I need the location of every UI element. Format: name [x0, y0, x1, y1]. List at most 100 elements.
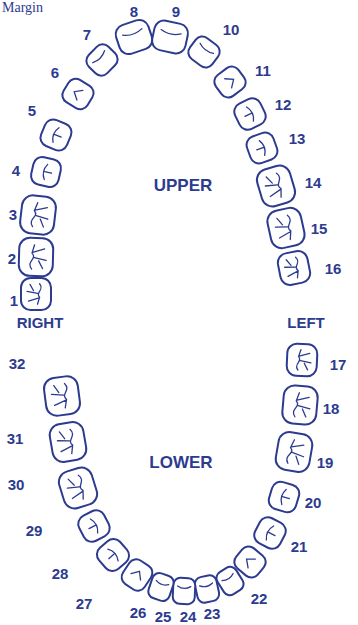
tooth-crown [276, 249, 312, 286]
tooth-number: 4 [12, 163, 20, 178]
arch-label: UPPER [154, 177, 213, 194]
tooth-fissure [242, 106, 256, 124]
tooth-crown [286, 343, 317, 376]
tooth-number: 23 [204, 606, 221, 621]
tooth-fissure [71, 87, 83, 100]
tooth-crown [254, 163, 297, 209]
tooth-fissure [263, 173, 285, 201]
tooth-crown [113, 17, 155, 56]
tooth-outline [93, 535, 133, 575]
tooth-fissure [31, 202, 50, 228]
tooth-number: 32 [9, 356, 26, 371]
tooth-number: 5 [28, 103, 36, 118]
tooth-number: 17 [330, 357, 347, 372]
tooth-outline [211, 63, 249, 101]
tooth-outline [244, 130, 280, 166]
tooth-number: 29 [26, 523, 43, 538]
tooth-outline [265, 206, 306, 250]
tooth-crown [274, 430, 314, 473]
tooth-crown [267, 480, 302, 515]
tooth-fissure [104, 547, 120, 564]
tooth-crown [19, 238, 54, 277]
tooth-fissure [200, 583, 213, 588]
tooth-number: 14 [305, 175, 322, 190]
arch-label: LOWER [149, 454, 212, 471]
side-label: RIGHT [17, 315, 64, 330]
tooth-fissure [283, 257, 301, 280]
tooth-crown [193, 574, 220, 604]
tooth-fissure [65, 475, 88, 503]
tooth-fissure [27, 284, 41, 304]
tooth-outline [172, 578, 195, 605]
tooth-number: 2 [8, 251, 16, 266]
tooth-number: 18 [323, 401, 340, 416]
tooth-outline [276, 249, 312, 286]
tooth-crown [265, 206, 306, 250]
margin-note: Margin [2, 1, 43, 15]
tooth-number: 16 [325, 261, 342, 276]
tooth-outline [185, 33, 223, 71]
tooth-outline [251, 514, 289, 552]
tooth-outline [19, 194, 57, 236]
tooth-number: 26 [130, 605, 147, 620]
tooth-crown [281, 385, 318, 426]
tooth-fissure [42, 164, 53, 181]
tooth-crown [38, 117, 75, 154]
tooth-crown [150, 19, 190, 55]
tooth-number: 12 [275, 97, 292, 112]
tooth-fissure [279, 489, 291, 506]
tooth-outline [48, 420, 88, 463]
tooth-number: 15 [311, 221, 328, 236]
tooth-outline [56, 465, 100, 511]
tooth-number: 11 [255, 63, 271, 78]
tooth-number: 3 [9, 207, 17, 222]
tooth-number: 22 [251, 591, 268, 606]
tooth-fissure [199, 43, 214, 55]
tooth-crown [43, 375, 82, 417]
tooth-fissure [178, 586, 191, 589]
tooth-number: 24 [180, 609, 197, 624]
tooth-fissure [225, 75, 237, 88]
tooth-number: 8 [130, 4, 138, 19]
tooth-crown [231, 95, 268, 132]
tooth-fissure [293, 392, 311, 418]
tooth-number: 27 [76, 596, 93, 611]
tooth-number: 13 [289, 131, 306, 146]
tooth-fissure [85, 518, 99, 536]
tooth-number: 20 [305, 495, 322, 510]
tooth-outline [43, 375, 82, 417]
tooth-fissure [243, 555, 255, 568]
tooth-fissure [286, 439, 306, 466]
tooth-fissure [56, 429, 76, 456]
tooth-number: 6 [51, 65, 59, 80]
tooth-outline [281, 385, 318, 426]
tooth-fissure [123, 29, 143, 38]
tooth-number: 19 [317, 455, 334, 470]
tooth-outline [113, 17, 155, 56]
tooth-fissure [131, 568, 144, 580]
side-label: LEFT [287, 315, 325, 330]
tooth-crown [185, 33, 223, 71]
tooth-outline [83, 41, 121, 79]
tooth-crown [244, 130, 280, 166]
tooth-outline [274, 430, 314, 473]
tooth-outline [75, 507, 113, 545]
tooth-crown [29, 155, 62, 188]
tooth-crown [48, 420, 88, 463]
tooth-number: 10 [223, 22, 240, 37]
tooth-outline [286, 343, 317, 376]
tooth-outline [150, 19, 190, 55]
tooth-number: 7 [83, 27, 91, 42]
tooth-outline [29, 155, 62, 188]
tooth-number: 1 [10, 293, 18, 308]
tooth-fissure [50, 383, 69, 409]
tooth-outline [267, 480, 302, 515]
tooth-crown [19, 194, 57, 236]
tooth-fissure [264, 525, 278, 543]
tooth-crown [172, 578, 195, 605]
tooth-number: 25 [155, 609, 172, 624]
tooth-outline [21, 278, 51, 310]
tooth-outline [19, 238, 54, 277]
